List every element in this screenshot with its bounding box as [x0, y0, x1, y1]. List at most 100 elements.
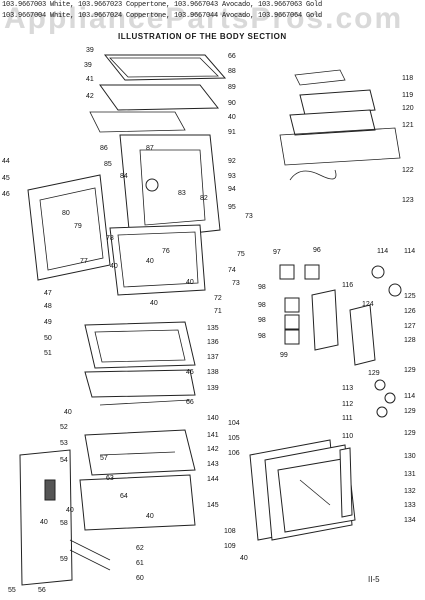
callout-label: 114 — [377, 248, 388, 255]
callout-label: 74 — [228, 267, 236, 274]
callout-label: 40 — [240, 555, 248, 562]
callout-label: 40 — [64, 409, 72, 416]
callout-label: 40 — [146, 513, 154, 520]
callout-label: 64 — [120, 493, 128, 500]
callout-label: 45 — [2, 175, 10, 182]
callout-label: 52 — [60, 424, 68, 431]
callout-label: 86 — [100, 145, 108, 152]
callout-label: 110 — [342, 433, 353, 440]
callout-label: 39 — [86, 47, 94, 54]
callout-label: 53 — [60, 440, 68, 447]
callout-label: 59 — [60, 556, 68, 563]
drawer-assembly — [84, 321, 196, 406]
callout-label: 141 — [207, 432, 219, 439]
callout-label: 121 — [402, 122, 414, 129]
callout-label: 128 — [404, 337, 416, 344]
callout-label: 80 — [62, 210, 70, 217]
callout-label: 129 — [404, 430, 416, 437]
callout-label: 83 — [178, 190, 186, 197]
callout-label: 91 — [228, 129, 236, 136]
callout-label: 94 — [228, 186, 236, 193]
callout-label: 145 — [207, 502, 219, 509]
callout-label: 123 — [402, 197, 414, 204]
callout-label: 105 — [228, 435, 240, 442]
callout-label: 61 — [136, 560, 144, 567]
callout-label: 119 — [402, 92, 413, 99]
callout-label: 135 — [207, 325, 219, 332]
callout-label: 82 — [200, 195, 208, 202]
callout-label: 113 — [342, 385, 353, 392]
callout-label: 95 — [228, 204, 236, 211]
callout-label: 124 — [362, 301, 374, 308]
callout-label: 56 — [38, 587, 46, 594]
callout-label: 109 — [224, 543, 236, 550]
callout-label: 78 — [106, 235, 114, 242]
callout-label: 88 — [228, 68, 236, 75]
callout-label: 77 — [80, 258, 88, 265]
lower-frame — [79, 429, 196, 531]
callout-label: 50 — [44, 335, 52, 342]
callout-label: 132 — [404, 488, 416, 495]
callout-label: 40 — [66, 507, 74, 514]
callout-label: 98 — [258, 302, 266, 309]
callout-label: 126 — [404, 308, 416, 315]
callout-label: 46 — [2, 191, 10, 198]
callout-label: 47 — [44, 290, 52, 297]
callout-label: 120 — [402, 105, 414, 112]
callout-label: 143 — [207, 461, 219, 468]
callout-label: 131 — [404, 471, 416, 478]
callout-label: 98 — [258, 284, 266, 291]
callout-label: 114 — [404, 393, 415, 400]
callout-label: 40 — [228, 114, 236, 121]
callout-label: 40 — [110, 263, 118, 270]
callout-label: 85 — [104, 161, 112, 168]
callout-label: 40 — [146, 258, 154, 265]
callout-label: 66 — [228, 53, 236, 60]
callout-label: 90 — [228, 100, 236, 107]
callout-label: 136 — [207, 339, 219, 346]
callout-label: 55 — [8, 587, 16, 594]
callout-label: 40 — [40, 519, 48, 526]
callout-label: 58 — [60, 520, 68, 527]
callout-label: 116 — [342, 282, 353, 289]
callout-label: 97 — [273, 249, 281, 256]
callout-label: 76 — [162, 248, 170, 255]
side-panel — [27, 174, 111, 281]
callout-label: 42 — [86, 93, 94, 100]
callout-label: 73 — [245, 213, 253, 220]
callout-label: 129 — [404, 408, 416, 415]
callout-label: 129 — [404, 367, 416, 374]
page-number: II-5 — [368, 575, 380, 584]
callout-label: 98 — [258, 333, 266, 340]
callout-label: 99 — [280, 352, 288, 359]
callout-label: 114 — [404, 248, 415, 255]
callout-label: 39 — [84, 62, 92, 69]
callout-label: 44 — [2, 158, 10, 165]
callout-label: 41 — [86, 76, 94, 83]
callout-label: 51 — [44, 350, 52, 357]
control-parts — [279, 264, 402, 418]
callout-label: 71 — [214, 308, 222, 315]
cooktop-frame — [89, 54, 227, 133]
callout-label: 73 — [232, 280, 240, 287]
callout-label: 63 — [106, 475, 114, 482]
callout-label: 112 — [342, 401, 353, 408]
callout-label: 79 — [74, 223, 82, 230]
diagram-title: ILLUSTRATION OF THE BODY SECTION — [118, 32, 287, 41]
callout-label: 104 — [228, 420, 240, 427]
callout-label: 40 — [150, 300, 158, 307]
callout-label: 89 — [228, 84, 236, 91]
callout-label: 108 — [224, 528, 236, 535]
callout-label: 72 — [214, 295, 222, 302]
model-list-line-1: 103.9667003 White, 103.9667023 Copperton… — [2, 1, 323, 9]
oven-liner — [109, 224, 206, 296]
callout-label: 134 — [404, 517, 416, 524]
callout-labels: 39 39 41 42 66 88 89 90 40 91 86 85 87 9… — [2, 47, 416, 594]
callout-label: 127 — [404, 323, 416, 330]
callout-label: 66 — [186, 399, 194, 406]
oven-body — [119, 134, 221, 241]
broiler-assembly — [279, 69, 401, 181]
callout-label: 54 — [60, 457, 68, 464]
callout-label: 40 — [186, 279, 194, 286]
